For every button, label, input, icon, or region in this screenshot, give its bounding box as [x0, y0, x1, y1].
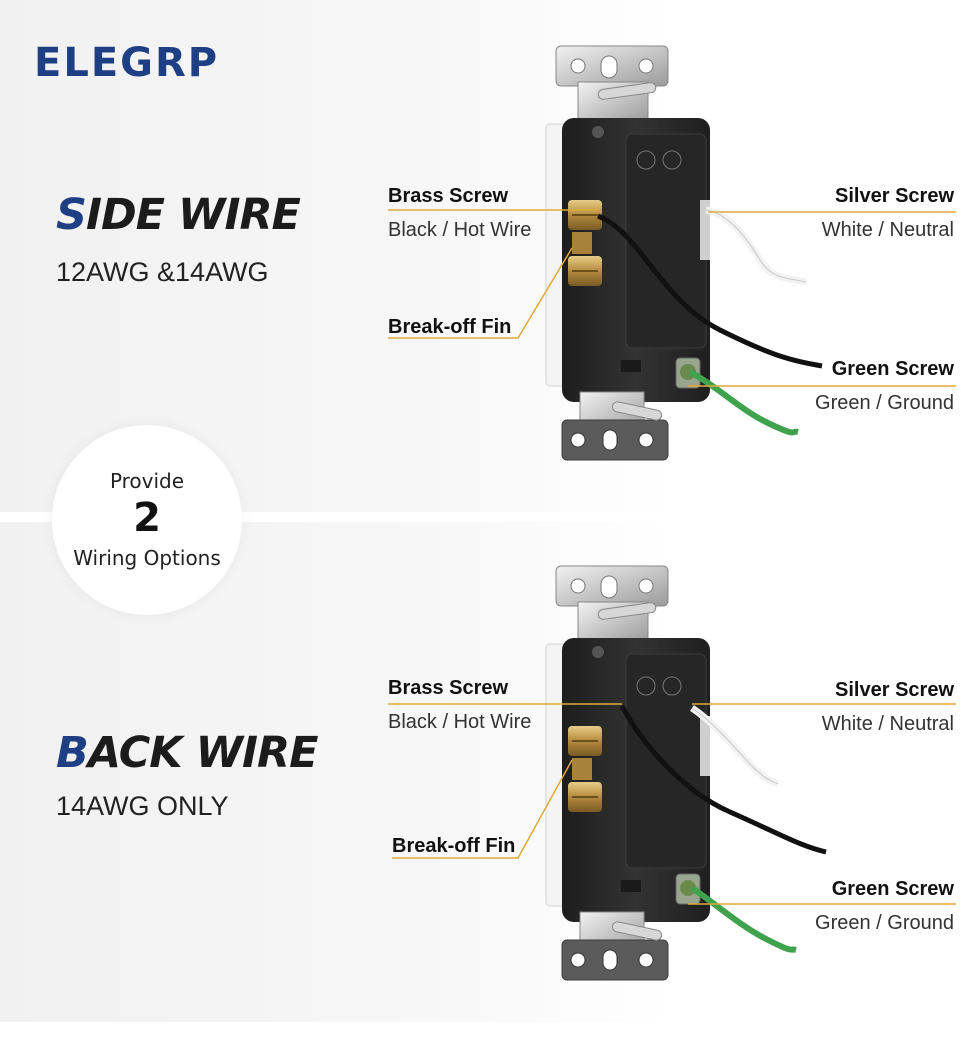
top-mounting-strap: [555, 45, 669, 123]
side-break-off-fin-title: Break-off Fin: [388, 316, 512, 338]
panel-divider: [0, 512, 960, 522]
brass-screw-icon: [568, 726, 602, 812]
green-ground-wire: [688, 369, 799, 436]
silver-screw-icon: [700, 200, 710, 260]
bottom-mounting-strap: [561, 391, 669, 461]
side-silver-screw-title: Silver Screw: [835, 185, 954, 207]
back-wire-heading-lead: B: [56, 728, 89, 778]
back-green-screw-title: Green Screw: [831, 878, 954, 900]
side-wire-heading: SIDE WIRE: [56, 194, 301, 237]
badge-bottom-text: Wiring Options: [73, 546, 221, 570]
back-wire-heading-rest: ACK WIRE: [87, 728, 319, 778]
green-ground-wire: [690, 885, 797, 953]
back-wire-outlet: [545, 565, 827, 981]
side-green-screw-desc: Green / Ground: [815, 392, 954, 414]
side-wire-leader-lines: [388, 209, 956, 387]
back-brass-screw-title: Brass Screw: [388, 677, 509, 699]
back-wire-heading: BACK WIRE: [56, 732, 318, 775]
silver-screw-icon: [700, 716, 710, 776]
black-hot-wire: [597, 213, 823, 369]
back-green-screw-desc: Green / Ground: [815, 912, 954, 934]
white-neutral-wire: [705, 206, 807, 286]
badge-top-text: Provide: [109, 469, 185, 493]
back-silver-screw-desc: White / Neutral: [821, 713, 954, 735]
break-off-fin: [572, 232, 592, 254]
back-wire-gauge: 14AWG ONLY: [56, 791, 229, 821]
back-wire-leader-lines: [388, 703, 956, 905]
side-wire-heading-rest: IDE WIRE: [85, 190, 301, 240]
badge-number: 2: [133, 495, 161, 541]
back-brass-screw-desc: Black / Hot Wire: [388, 711, 532, 733]
side-brass-screw-title: Brass Screw: [388, 185, 509, 207]
side-wire-gauge: 12AWG &14AWG: [56, 257, 269, 287]
green-screw-icon: [675, 873, 701, 905]
bottom-mounting-strap: [561, 911, 669, 981]
side-brass-screw-desc: Black / Hot Wire: [388, 219, 532, 241]
back-silver-screw-title: Silver Screw: [835, 679, 954, 701]
side-wire-heading-lead: S: [56, 190, 87, 240]
side-wire-outlet: [545, 45, 823, 461]
back-break-off-fin-title: Break-off Fin: [392, 835, 516, 857]
wiring-options-badge: Provide 2 Wiring Options: [52, 425, 242, 615]
black-hot-wire: [619, 704, 827, 855]
side-green-screw-title: Green Screw: [831, 358, 954, 380]
top-mounting-strap: [555, 565, 669, 643]
brass-screw-icon: [568, 200, 602, 286]
brand-logo: ELEGRP: [34, 40, 220, 86]
side-silver-screw-desc: White / Neutral: [821, 219, 954, 241]
break-off-fin: [572, 758, 592, 780]
